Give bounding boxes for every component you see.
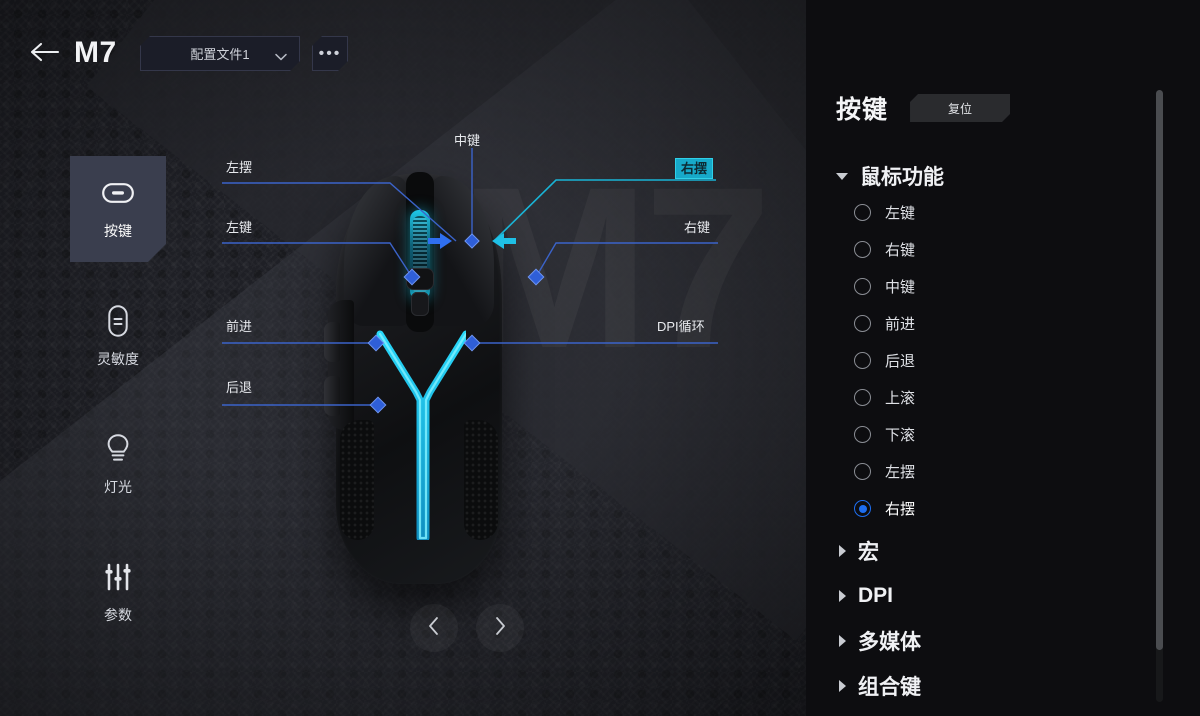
callout-middle-click[interactable]: 中键 — [454, 133, 481, 148]
sidebar-nav: 按键 灵敏度 灯光 — [70, 156, 166, 668]
tree-group-mouse-functions[interactable]: 鼠标功能 — [836, 158, 1156, 194]
sidebar-item-label: 灵敏度 — [97, 350, 139, 367]
option-back[interactable]: 后退 — [836, 342, 1156, 379]
mouse-left-grip — [340, 420, 374, 540]
sidebar-item-parameters[interactable]: 参数 — [70, 540, 166, 646]
mouse-buttons-icon — [102, 178, 134, 208]
option-scroll-up[interactable]: 上滚 — [836, 379, 1156, 416]
option-middle-click[interactable]: 中键 — [836, 268, 1156, 305]
callout-tilt-right[interactable]: 右摆 — [675, 158, 714, 179]
tree-group-dpi[interactable]: DPI — [836, 578, 1156, 614]
sidebar-item-label: 灯光 — [104, 478, 132, 495]
radio-icon — [854, 315, 871, 332]
option-label: 右摆 — [885, 501, 916, 518]
chevron-right-icon — [839, 590, 846, 602]
option-label: 左键 — [885, 205, 916, 222]
chevron-left-icon — [427, 616, 441, 641]
carousel-next-button[interactable] — [476, 604, 524, 652]
tree-group-label: DPI — [858, 584, 894, 607]
profile-select-label: 配置文件1 — [190, 47, 250, 62]
tree-group-multimedia[interactable]: 多媒体 — [836, 623, 1156, 659]
callout-left-click[interactable]: 左键 — [226, 220, 253, 235]
page-title: M7 — [74, 36, 117, 69]
callout-dpi-cycle[interactable]: DPI循环 — [657, 319, 705, 334]
tree-group-label: 宏 — [858, 541, 879, 564]
panel-header: 按键 复位 — [836, 90, 1010, 126]
sliders-icon — [103, 562, 133, 592]
chevron-down-icon — [836, 172, 848, 180]
callout-right-click[interactable]: 右键 — [684, 220, 711, 235]
arrow-left-icon[interactable] — [30, 42, 60, 62]
chevron-right-icon — [839, 680, 846, 692]
chevron-right-icon — [839, 635, 846, 647]
tree-group-label: 鼠标功能 — [860, 166, 944, 189]
tree-group-macro[interactable]: 宏 — [836, 533, 1156, 569]
reset-button[interactable]: 复位 — [910, 94, 1010, 122]
tree-group-label: 多媒体 — [858, 631, 921, 654]
mouse-back-thumb-button — [324, 376, 340, 416]
panel-title: 按键 — [836, 96, 889, 124]
radio-icon — [854, 204, 871, 221]
sidebar-item-sensitivity[interactable]: 灵敏度 — [70, 284, 166, 390]
option-left-click[interactable]: 左键 — [836, 194, 1156, 231]
carousel-prev-button[interactable] — [410, 604, 458, 652]
more-options-button[interactable]: ••• — [312, 36, 348, 71]
mouse-forward-thumb-button — [324, 322, 340, 362]
option-label: 后退 — [885, 353, 916, 370]
chevron-right-icon — [839, 545, 846, 557]
function-tree: 鼠标功能 左键 右键 中键 前进 后退 — [836, 158, 1156, 716]
radio-icon — [854, 463, 871, 480]
header-bar: M7 配置文件1 ••• — [0, 0, 806, 90]
option-label: 左摆 — [885, 464, 916, 481]
callout-forward[interactable]: 前进 — [226, 319, 253, 334]
mouse-diagram: 中键 左摆 右摆 左键 右键 前进 后退 DPI循环 — [222, 133, 718, 584]
sidebar-item-label: 参数 — [104, 606, 132, 623]
callout-back[interactable]: 后退 — [226, 380, 253, 395]
option-label: 上滚 — [885, 390, 916, 407]
radio-icon — [854, 389, 871, 406]
chevron-down-icon — [275, 49, 285, 59]
option-tilt-left[interactable]: 左摆 — [836, 453, 1156, 490]
panel-scrollbar-thumb[interactable] — [1156, 90, 1163, 650]
device-carousel — [410, 604, 524, 652]
callout-tilt-left[interactable]: 左摆 — [226, 160, 253, 175]
mouse-dpi-button — [411, 292, 429, 316]
tilt-arrow-left — [428, 233, 452, 249]
profile-select[interactable]: 配置文件1 — [140, 36, 300, 71]
radio-icon-selected — [854, 500, 871, 517]
dpi-sensitivity-icon — [108, 304, 128, 337]
sidebar-item-buttons[interactable]: 按键 — [70, 156, 166, 262]
mouse-right-grip — [464, 420, 498, 540]
radio-icon — [854, 426, 871, 443]
settings-panel: 按键 复位 鼠标功能 左键 右键 中键 前进 — [806, 0, 1200, 716]
radio-icon — [854, 352, 871, 369]
tree-group-label: 组合键 — [858, 676, 921, 699]
tilt-arrow-right — [492, 233, 516, 249]
option-forward[interactable]: 前进 — [836, 305, 1156, 342]
mouse-led-logo — [376, 330, 466, 540]
callout-connectors — [222, 148, 718, 414]
option-tilt-right[interactable]: 右摆 — [836, 490, 1156, 527]
sidebar-item-label: 按键 — [104, 222, 132, 239]
radio-icon — [854, 278, 871, 295]
option-label: 前进 — [885, 316, 916, 333]
sidebar-item-lighting[interactable]: 灯光 — [70, 412, 166, 518]
option-label: 右键 — [885, 242, 916, 259]
panel-scrollbar-track[interactable] — [1156, 90, 1163, 702]
option-scroll-down[interactable]: 下滚 — [836, 416, 1156, 453]
tree-group-key-combo[interactable]: 组合键 — [836, 668, 1156, 704]
option-right-click[interactable]: 右键 — [836, 231, 1156, 268]
lightbulb-icon — [105, 433, 131, 464]
option-label: 中键 — [885, 279, 916, 296]
radio-icon — [854, 241, 871, 258]
chevron-right-icon — [493, 616, 507, 641]
option-label: 下滚 — [885, 427, 916, 444]
